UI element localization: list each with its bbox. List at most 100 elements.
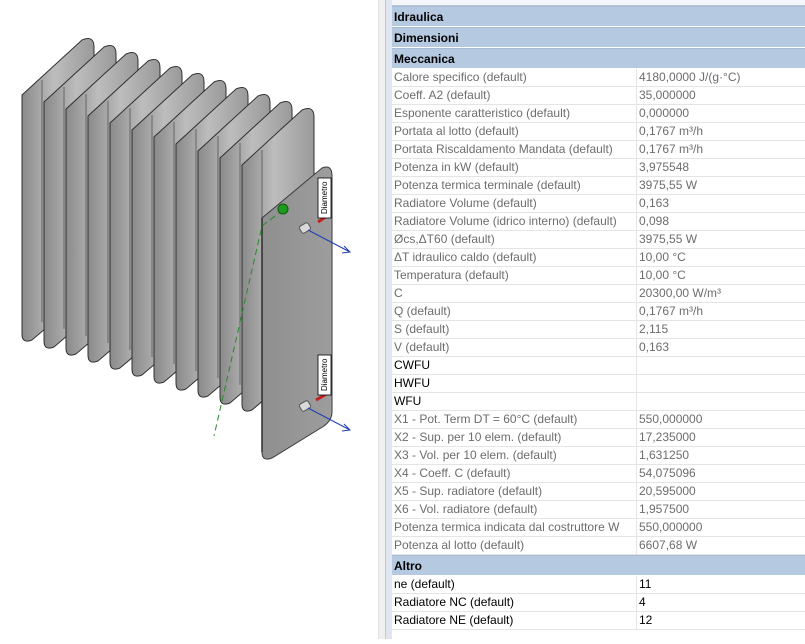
property-name: HWFU [392,375,637,392]
property-row[interactable]: Øcs,ΔT60 (default)3975,55 W [392,231,805,249]
category-idraulica[interactable]: Idraulica [392,6,805,27]
property-name: ne (default) [392,576,637,593]
category-dimensioni[interactable]: Dimensioni [392,27,805,48]
property-grid[interactable]: Idraulica Dimensioni Meccanica Calore sp… [392,0,805,630]
property-row[interactable]: X3 - Vol. per 10 elem. (default)1,631250 [392,447,805,465]
panel-splitter[interactable] [378,0,386,639]
property-value[interactable]: 54,075096 [639,466,696,480]
property-row[interactable]: Q (default)0,1767 m³/h [392,303,805,321]
property-name: Radiatore Volume (idrico interno) (defau… [392,213,637,230]
property-row[interactable]: HWFU [392,375,805,393]
property-value[interactable]: 0,1767 m³/h [639,142,704,156]
property-value[interactable]: 12 [639,613,653,627]
property-name: Q (default) [392,303,637,320]
top-arrow [307,229,352,254]
property-value[interactable]: 20,595000 [639,484,696,498]
property-row[interactable]: V (default)0,163 [392,339,805,357]
property-name: X6 - Vol. radiatore (default) [392,501,637,518]
property-value[interactable]: 4180,0000 J/(g·°C) [639,70,741,84]
property-name: ΔT idraulico caldo (default) [392,249,637,266]
top-connector[interactable] [298,222,312,234]
3d-viewport[interactable]: Diametro Diametro [0,0,378,639]
property-name: Potenza al lotto (default) [392,537,637,554]
diameter-tag-top[interactable]: Diametro [317,177,332,219]
property-value[interactable]: 3975,55 W [639,232,698,246]
property-name: X5 - Sup. radiatore (default) [392,483,637,500]
property-row[interactable]: X1 - Pot. Term DT = 60°C (default)550,00… [392,411,805,429]
property-value[interactable]: 3975,55 W [639,178,698,192]
property-row[interactable]: Coeff. A2 (default)35,000000 [392,87,805,105]
property-row[interactable]: X6 - Vol. radiatore (default)1,957500 [392,501,805,519]
property-name: X4 - Coeff. C (default) [392,465,637,482]
property-row[interactable]: Radiatore NC (default)4 [392,594,805,612]
property-value[interactable]: 0,1767 m³/h [639,304,704,318]
property-name: X2 - Sup. per 10 elem. (default) [392,429,637,446]
property-value[interactable]: 6607,68 W [639,538,698,552]
bottom-connector[interactable] [298,400,312,412]
connection-node[interactable] [277,203,289,215]
property-row[interactable]: X2 - Sup. per 10 elem. (default)17,23500… [392,429,805,447]
property-row[interactable]: Temperatura (default)10,00 °C [392,267,805,285]
property-row[interactable]: WFU [392,393,805,411]
property-row[interactable]: Calore specifico (default)4180,0000 J/(g… [392,69,805,87]
property-row[interactable]: Potenza al lotto (default)6607,68 W [392,537,805,555]
property-value[interactable]: 0,000000 [639,106,690,120]
property-value[interactable] [637,393,805,410]
property-row[interactable]: Radiatore NE (default)12 [392,612,805,630]
property-row[interactable]: X5 - Sup. radiatore (default)20,595000 [392,483,805,501]
property-row[interactable]: X4 - Coeff. C (default)54,075096 [392,465,805,483]
category-altro[interactable]: Altro [392,555,805,576]
radiator-fins [21,38,315,412]
property-value[interactable] [637,375,805,392]
property-value[interactable]: 20300,00 W/m³ [639,286,722,300]
diameter-tag-bottom-label: Diametro [320,358,329,391]
property-row[interactable]: Portata Riscaldamento Mandata (default)0… [392,141,805,159]
property-name: Øcs,ΔT60 (default) [392,231,637,248]
property-value[interactable]: 0,163 [639,340,670,354]
property-row[interactable]: ne (default)11 [392,576,805,594]
property-value[interactable]: 550,000000 [639,412,703,426]
property-value[interactable]: 11 [639,577,652,591]
property-name: Coeff. A2 (default) [392,87,637,104]
property-row[interactable]: Radiatore Volume (default)0,163 [392,195,805,213]
property-value[interactable]: 550,000000 [639,520,703,534]
property-name: Portata Riscaldamento Mandata (default) [392,141,637,158]
meccanica-rows: Calore specifico (default)4180,0000 J/(g… [392,69,805,555]
properties-panel: Idraulica Dimensioni Meccanica Calore sp… [386,0,805,639]
property-row[interactable]: ΔT idraulico caldo (default)10,00 °C [392,249,805,267]
property-row[interactable]: Potenza termica indicata dal costruttore… [392,519,805,537]
radiator-model[interactable]: Diametro Diametro [0,0,378,639]
property-value[interactable]: 1,631250 [639,448,690,462]
property-name: Potenza in kW (default) [392,159,637,176]
property-value[interactable]: 4 [639,595,646,609]
property-value[interactable]: 17,235000 [639,430,696,444]
category-meccanica[interactable]: Meccanica [392,48,805,69]
property-value[interactable]: 1,957500 [639,502,690,516]
property-value[interactable]: 0,098 [639,214,670,228]
diameter-tag-top-label: Diametro [320,181,329,214]
diameter-tag-bottom[interactable]: Diametro [317,354,332,396]
property-row[interactable]: Esponente caratteristico (default)0,0000… [392,105,805,123]
property-name: Radiatore NE (default) [392,612,637,629]
property-value[interactable] [637,357,805,374]
property-value[interactable]: 0,1767 m³/h [639,124,704,138]
property-row[interactable]: S (default)2,115 [392,321,805,339]
property-name: X3 - Vol. per 10 elem. (default) [392,447,637,464]
property-row[interactable]: CWFU [392,357,805,375]
property-value[interactable]: 10,00 °C [639,250,686,264]
property-name: Radiatore Volume (default) [392,195,637,212]
property-row[interactable]: Potenza termica terminale (default)3975,… [392,177,805,195]
property-row[interactable]: Portata al lotto (default)0,1767 m³/h [392,123,805,141]
property-value[interactable]: 3,975548 [639,160,690,174]
property-value[interactable]: 2,115 [639,322,669,336]
property-value[interactable]: 10,00 °C [639,268,686,282]
property-row[interactable]: Radiatore Volume (idrico interno) (defau… [392,213,805,231]
property-row[interactable]: Potenza in kW (default)3,975548 [392,159,805,177]
property-name: X1 - Pot. Term DT = 60°C (default) [392,411,637,428]
property-value[interactable]: 0,163 [639,196,670,210]
grid-top-edge [392,0,805,6]
property-value[interactable]: 35,000000 [639,88,696,102]
property-name: Potenza termica indicata dal costruttore… [392,519,637,536]
property-name: V (default) [392,339,637,356]
